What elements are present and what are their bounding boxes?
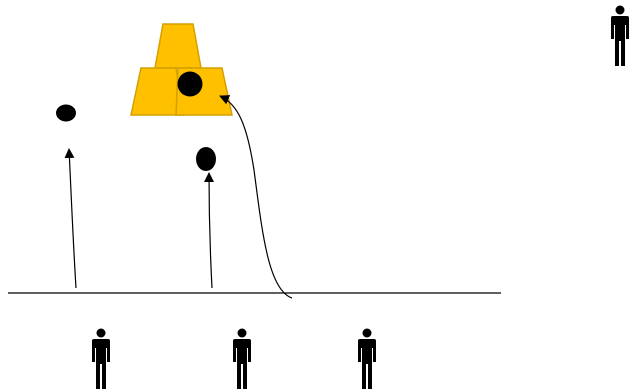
person-icon bbox=[358, 328, 376, 389]
person-icon bbox=[233, 328, 251, 389]
person-icon bbox=[611, 5, 629, 66]
person-icon bbox=[92, 328, 110, 389]
arrow-icon bbox=[204, 172, 215, 289]
arrow-icon bbox=[64, 148, 77, 289]
ball-icon bbox=[56, 104, 76, 122]
ball-icon bbox=[177, 71, 203, 97]
gold-bars-icon bbox=[130, 23, 233, 116]
gold-bar-top bbox=[154, 23, 202, 69]
ball-icon bbox=[196, 147, 216, 171]
arrow-icon bbox=[219, 95, 293, 299]
